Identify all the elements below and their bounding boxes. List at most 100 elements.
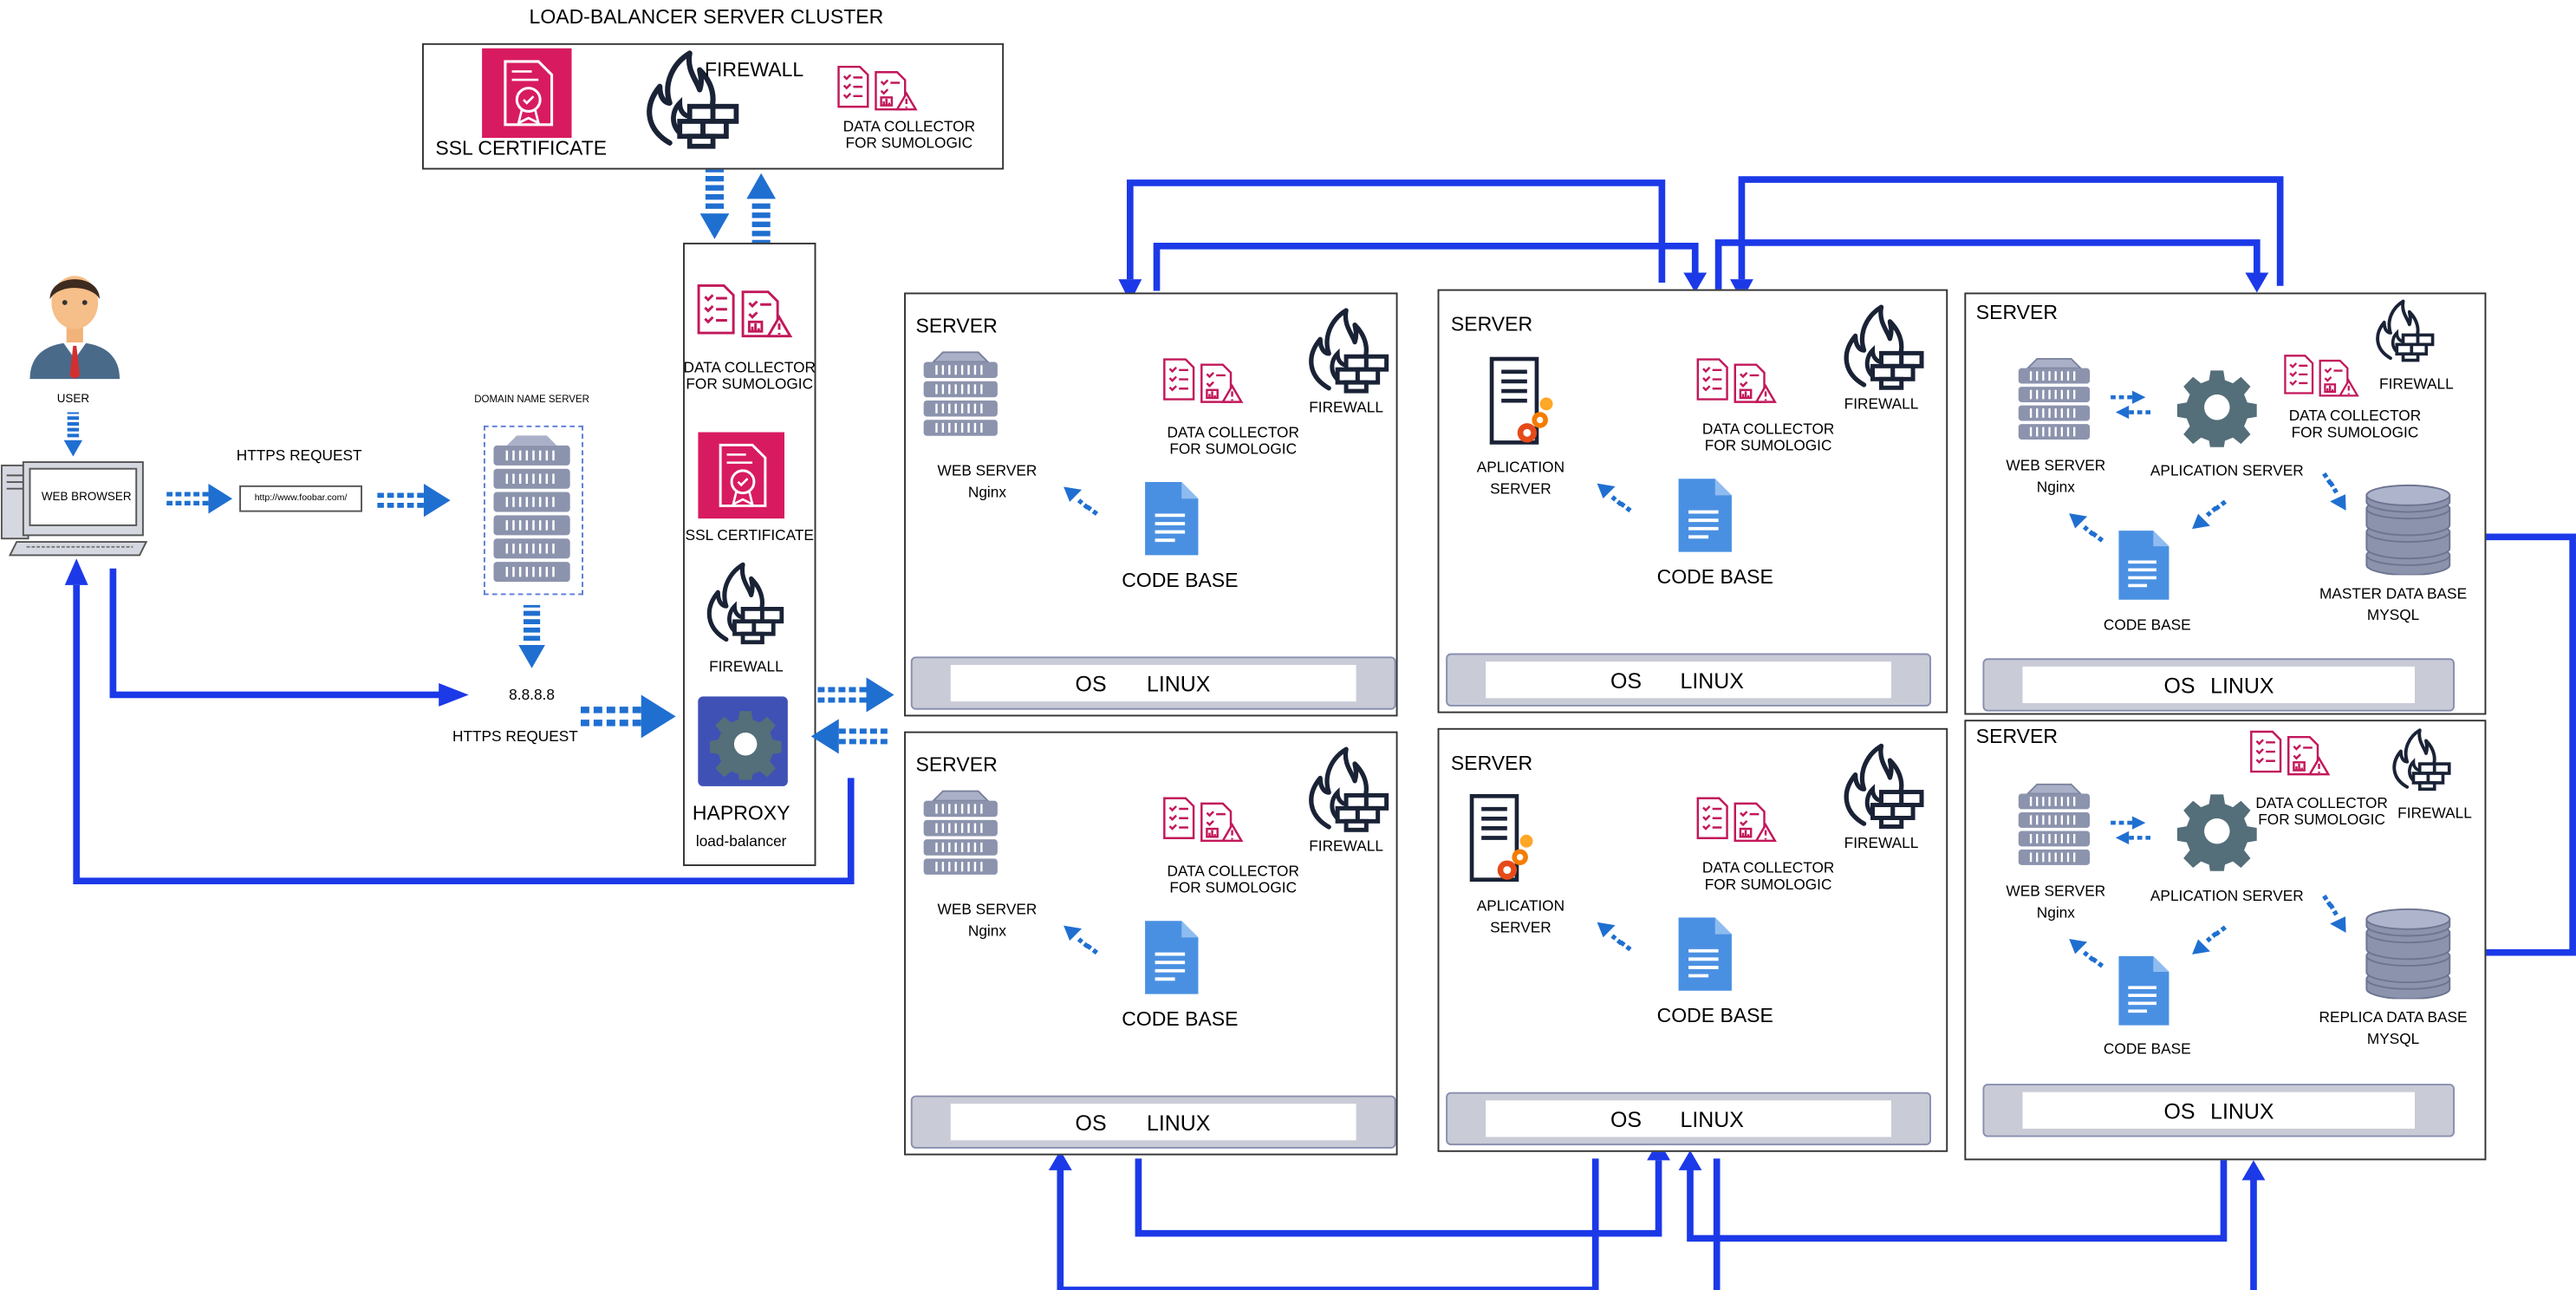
left-arrow-icon: [811, 718, 888, 754]
ssl-certificate-icon: [698, 433, 784, 519]
os-label: OS: [1610, 668, 1643, 694]
diagonal-arrow-icon: [1594, 919, 1634, 952]
ssl-certificate-icon: [482, 49, 572, 139]
server-title: SERVER: [1450, 312, 1533, 336]
code-base-icon: [2116, 953, 2172, 1029]
dns-server-icon: [493, 435, 570, 583]
down-arrow-icon: [62, 413, 85, 459]
diagonal-arrow-icon: [1594, 480, 1634, 513]
firewall-icon: [1833, 743, 1929, 830]
linux-label: LINUX: [2210, 1098, 2274, 1124]
data-collector-icon: [831, 62, 921, 114]
database-icon: [2364, 482, 2454, 575]
firewall-label: FIREWALL: [2379, 375, 2454, 393]
application-server-icon: [1482, 355, 1558, 452]
os-label: OS: [1610, 1106, 1643, 1132]
right-arrow-icon: [578, 694, 678, 738]
os-bar: OS LINUX: [1446, 653, 1932, 707]
right-arrow-icon: [817, 676, 894, 713]
linux-label: LINUX: [1680, 668, 1744, 694]
haproxy-label: HAPROXY: [692, 801, 790, 825]
diagonal-arrow-icon: [2065, 935, 2105, 968]
database-icon: [2364, 906, 2454, 999]
application-server-icon: [1462, 793, 1538, 889]
code-base-label: CODE BASE: [1656, 1004, 1773, 1027]
web-server-rack-icon: [2014, 781, 2094, 874]
diagonal-arrow-icon: [2189, 498, 2228, 531]
data-collector-icon: [1690, 793, 1780, 846]
down-arrow-icon: [698, 170, 731, 243]
code-base-icon: [1675, 475, 1735, 555]
code-base-icon: [1675, 915, 1735, 994]
user-avatar-icon: [29, 276, 120, 380]
firewall-label: FIREWALL: [1309, 837, 1383, 855]
app-server-label: APLICATION SERVER: [2150, 462, 2304, 479]
web-server-rack-icon: [919, 788, 1002, 884]
web-server-rack-icon: [919, 349, 1002, 446]
code-base-icon: [1142, 479, 1201, 558]
data-collector-icon: [1157, 793, 1247, 846]
dns-server-frame: [483, 425, 584, 596]
firewall-label: FIREWALL: [1309, 399, 1383, 416]
os-bar: OS LINUX: [910, 656, 1396, 710]
linux-label: LINUX: [1147, 671, 1211, 697]
firewall-label: FIREWALL: [1844, 834, 1919, 851]
cluster-ssl-label: SSL CERTIFICATE: [435, 136, 608, 160]
app-server-gear-icon: [2177, 368, 2257, 447]
cluster-title: LOAD-BALANCER SERVER CLUSTER: [529, 4, 884, 29]
app-server-gear-icon: [2177, 792, 2257, 871]
data-collector-icon: [1157, 354, 1247, 407]
code-base-label: CODE BASE: [1122, 568, 1239, 592]
code-base-icon: [1142, 917, 1201, 997]
diagonal-arrow-icon: [2065, 511, 2105, 544]
server-title: SERVER: [1450, 751, 1533, 775]
https-request-bottom-label: HTTPS REQUEST: [452, 727, 578, 745]
code-base-label: CODE BASE: [2103, 1040, 2191, 1058]
firewall-icon: [2368, 299, 2438, 362]
linux-label: LINUX: [2210, 673, 2274, 699]
linux-label: LINUX: [1147, 1110, 1211, 1136]
code-base-label: CODE BASE: [1656, 564, 1773, 589]
up-arrow-icon: [745, 170, 777, 243]
server-title: SERVER: [1975, 724, 2059, 748]
ip-label: 8.8.8.8: [509, 686, 555, 704]
lb-ssl-label: SSL CERTIFICATE: [685, 526, 814, 544]
right-arrow-icon: [165, 484, 235, 514]
diagonal-arrow-icon: [1060, 484, 1100, 517]
data-collector-icon: [692, 279, 795, 342]
bidirectional-arrow-icon: [2111, 386, 2150, 422]
diagonal-arrow-icon: [1060, 922, 1100, 955]
firewall-icon: [1298, 746, 1394, 833]
os-label: OS: [1075, 671, 1107, 697]
os-label: OS: [2163, 673, 2195, 699]
server-title: SERVER: [1975, 301, 2059, 324]
lb-firewall-label: FIREWALL: [709, 658, 784, 675]
web-browser-label: WEB BROWSER: [41, 492, 132, 504]
url-box: http://www.foobar.com/: [239, 485, 362, 512]
app-server-label: APLICATION SERVER: [2150, 887, 2304, 905]
user-label: USER: [56, 394, 90, 406]
right-arrow-icon: [375, 484, 452, 517]
firewall-icon: [1298, 308, 1394, 394]
firewall-icon: [1833, 304, 1929, 391]
haproxy-icon: [698, 696, 788, 786]
code-base-label: CODE BASE: [2103, 616, 2191, 634]
server-title: SERVER: [915, 314, 998, 338]
firewall-label: FIREWALL: [1844, 395, 1919, 413]
down-arrow-icon: [517, 605, 547, 672]
firewall-icon: [2384, 728, 2455, 792]
